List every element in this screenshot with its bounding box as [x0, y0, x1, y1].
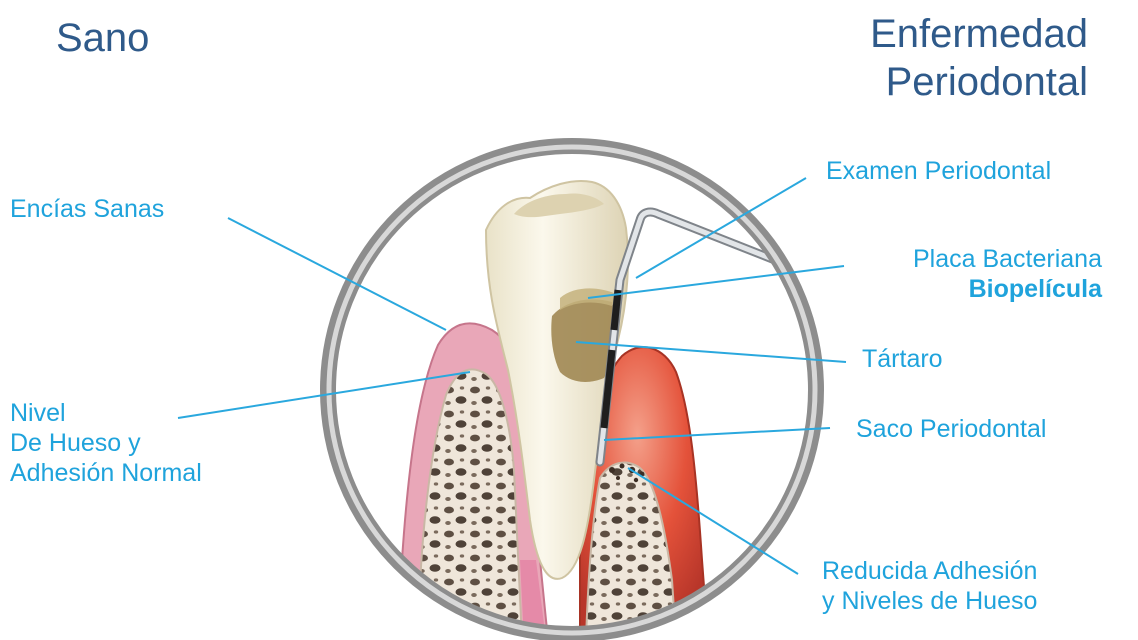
label-encias-sanas: Encías Sanas	[10, 194, 164, 224]
label-reducida-line2: y Niveles de Hueso	[822, 586, 1037, 616]
label-nivel-line2: De Hueso y	[10, 428, 202, 458]
label-examen-periodontal: Examen Periodontal	[826, 156, 1051, 186]
label-nivel-line3: Adhesión Normal	[10, 458, 202, 488]
label-saco-periodontal: Saco Periodontal	[856, 414, 1046, 444]
label-reducida-adhesion: Reducida Adhesión y Niveles de Hueso	[822, 556, 1037, 616]
label-nivel-line1: Nivel	[10, 398, 202, 428]
label-nivel-hueso: Nivel De Hueso y Adhesión Normal	[10, 398, 202, 488]
label-placa-bacteriana: Placa Bacteriana Biopelícula	[913, 244, 1102, 304]
label-tartaro: Tártaro	[862, 344, 943, 374]
label-biopelicula: Biopelícula	[913, 274, 1102, 304]
label-placa-line1: Placa Bacteriana	[913, 244, 1102, 274]
label-reducida-line1: Reducida Adhesión	[822, 556, 1037, 586]
